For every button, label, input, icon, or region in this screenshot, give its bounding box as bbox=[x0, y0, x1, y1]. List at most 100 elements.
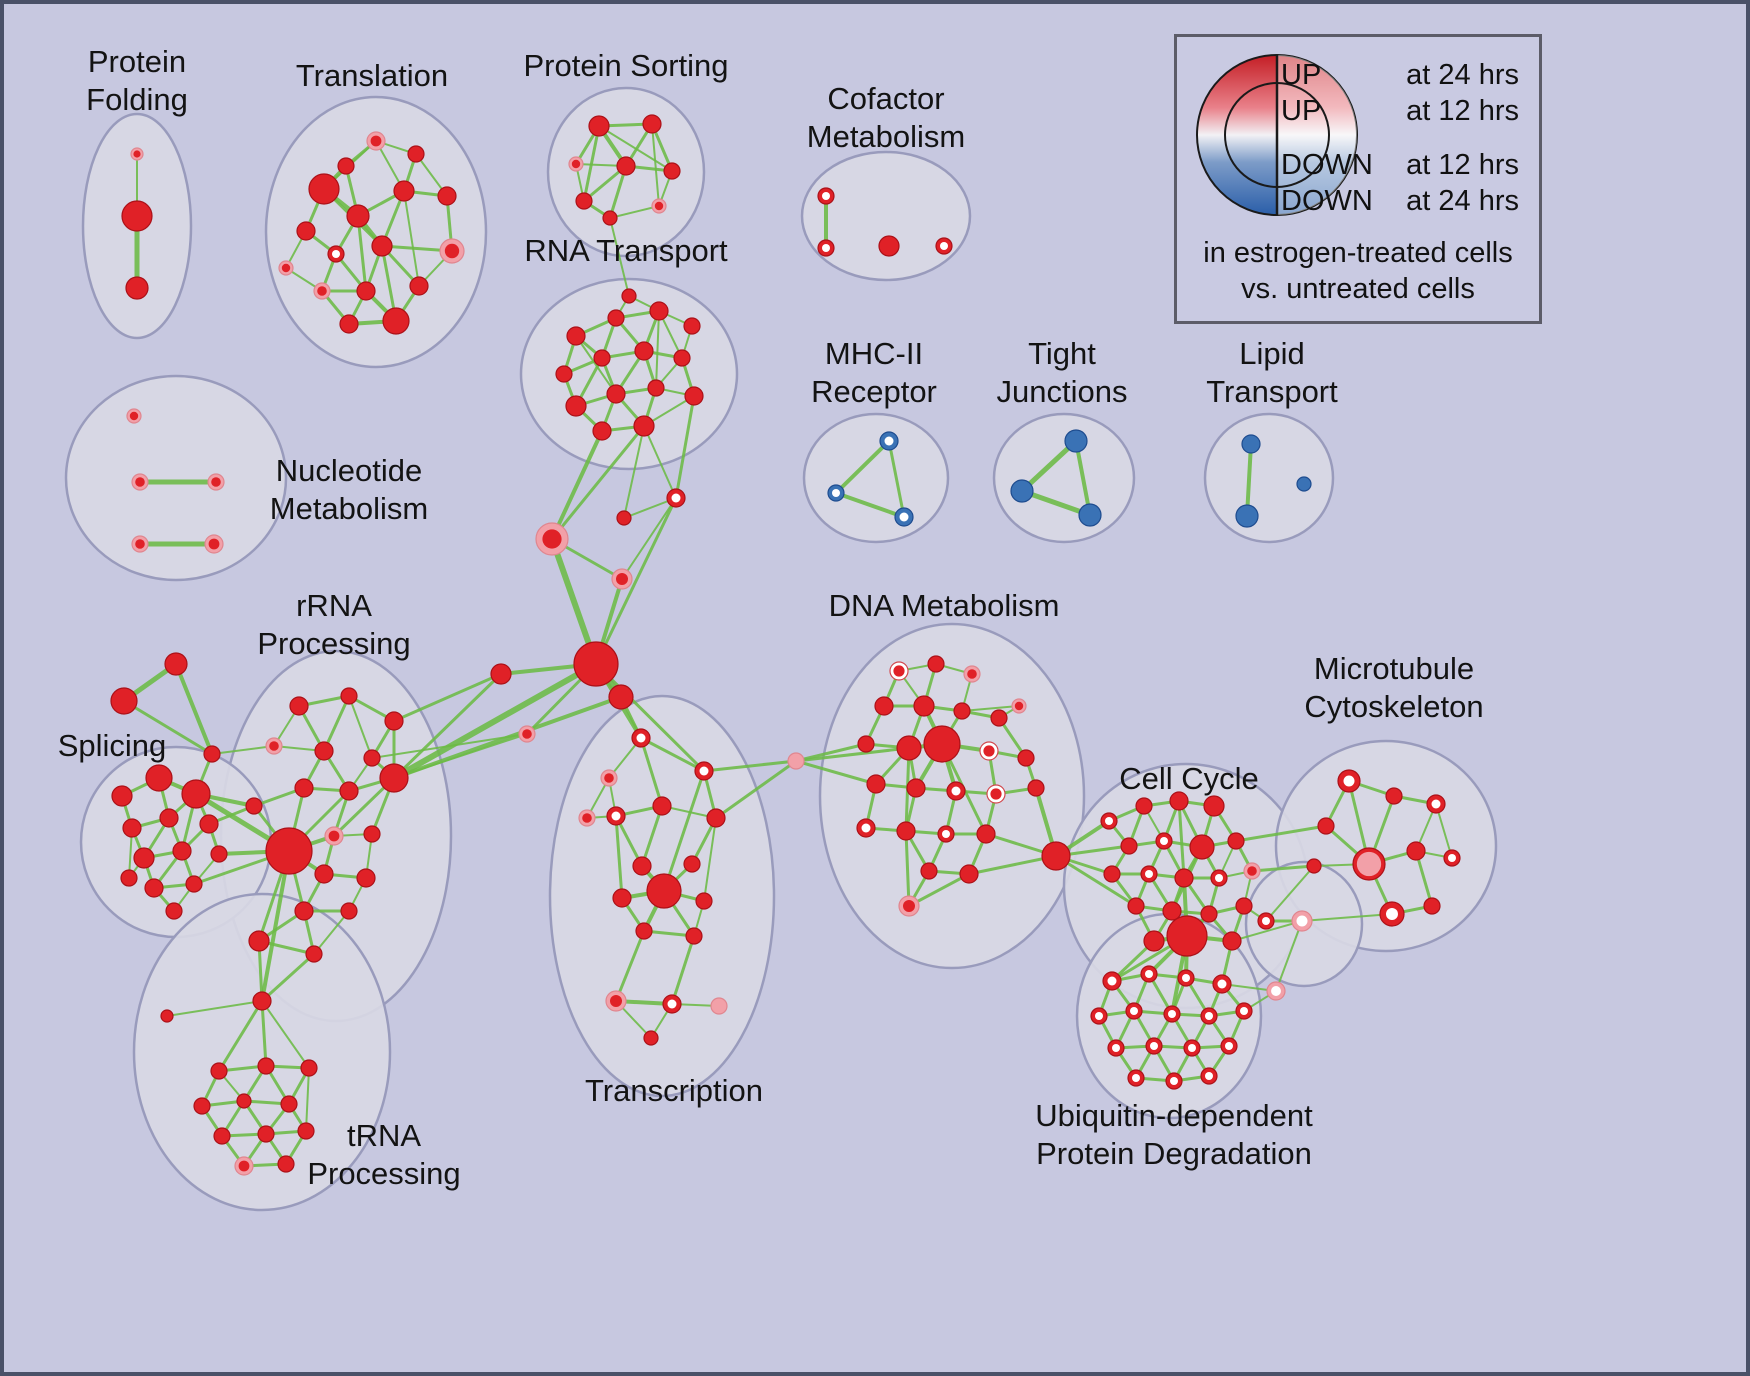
edge-tx4-tx7 bbox=[640, 804, 664, 868]
node-tx16 bbox=[710, 997, 728, 1015]
edge-rr1-rr4 bbox=[322, 694, 351, 753]
node-hub2 bbox=[608, 684, 634, 710]
node-cf0 bbox=[817, 187, 835, 205]
node-cc5 bbox=[1155, 832, 1173, 850]
node-tx8 bbox=[683, 855, 701, 873]
node-nm4 bbox=[204, 534, 224, 554]
edge-tn0-tn3 bbox=[260, 999, 268, 1068]
node-t0 bbox=[308, 173, 340, 205]
node-u12 bbox=[1220, 1037, 1238, 1055]
node-hub bbox=[573, 641, 619, 687]
node-rr0 bbox=[289, 696, 309, 716]
node-u6 bbox=[1163, 1005, 1181, 1023]
node-u9 bbox=[1107, 1039, 1125, 1057]
label-splicing: Splicing bbox=[58, 728, 167, 763]
node-pf1 bbox=[121, 200, 153, 232]
node-d6 bbox=[990, 709, 1008, 727]
node-cc2 bbox=[1169, 791, 1189, 811]
node-rr6 bbox=[294, 778, 314, 798]
node-rr15 bbox=[294, 901, 314, 921]
node-cc9 bbox=[1140, 865, 1158, 883]
node-s6 bbox=[133, 847, 155, 869]
cluster-cofactor-metabolism bbox=[800, 150, 972, 282]
node-cc17 bbox=[1166, 915, 1208, 957]
node-rt0 bbox=[566, 326, 586, 346]
node-cc6 bbox=[1189, 834, 1215, 860]
node-tx4 bbox=[652, 796, 672, 816]
node-t11 bbox=[313, 282, 331, 300]
node-u1 bbox=[1140, 965, 1158, 983]
node-cc7 bbox=[1227, 832, 1245, 850]
node-m1 bbox=[1385, 787, 1403, 805]
edge-cnb-rr8 bbox=[393, 733, 528, 779]
node-cf1 bbox=[817, 239, 835, 257]
node-cc0 bbox=[1100, 812, 1118, 830]
edge-rr1-rr5 bbox=[348, 695, 373, 759]
node-t9 bbox=[371, 235, 393, 257]
edge-mh0-mh2 bbox=[887, 439, 906, 519]
edge-rr16-rr18 bbox=[313, 910, 350, 955]
edge-cn0-cn3 bbox=[621, 497, 677, 580]
node-cnd bbox=[787, 752, 805, 770]
node-cn3 bbox=[611, 568, 633, 590]
node-tn12 bbox=[277, 1155, 295, 1173]
node-tn0 bbox=[252, 991, 272, 1011]
edge-rt11-cn0 bbox=[674, 394, 696, 500]
node-m5 bbox=[1406, 841, 1426, 861]
node-t15 bbox=[382, 307, 410, 335]
legend-ring-icon bbox=[1196, 54, 1358, 216]
node-u15 bbox=[1200, 1067, 1218, 1085]
node-u4 bbox=[1090, 1007, 1108, 1025]
node-tn9 bbox=[257, 1125, 275, 1143]
node-cc10 bbox=[1174, 868, 1194, 888]
node-u11 bbox=[1183, 1039, 1201, 1057]
edge-rt12-cn2 bbox=[550, 429, 604, 541]
node-t1 bbox=[366, 131, 386, 151]
node-rt10 bbox=[647, 379, 665, 397]
node-rr2 bbox=[384, 711, 404, 731]
node-cc13 bbox=[1127, 897, 1145, 915]
edge-d22-d23 bbox=[907, 872, 971, 908]
edge-tx0-tx2 bbox=[639, 736, 706, 773]
node-cc4 bbox=[1120, 837, 1138, 855]
edge-mh0-mh1 bbox=[834, 439, 891, 495]
node-d1 bbox=[927, 655, 945, 673]
node-rt7 bbox=[673, 349, 691, 367]
node-s4 bbox=[159, 808, 179, 828]
node-pr1 bbox=[1266, 981, 1286, 1001]
node-t12 bbox=[356, 281, 376, 301]
node-nm3 bbox=[131, 535, 149, 553]
node-u13 bbox=[1127, 1069, 1145, 1087]
node-nm2 bbox=[207, 473, 225, 491]
node-rr1 bbox=[340, 687, 358, 705]
edge-tn0-tn4 bbox=[261, 1000, 310, 1069]
edge-ps1-ps7 bbox=[651, 123, 660, 207]
node-tn6 bbox=[236, 1093, 252, 1109]
node-d8 bbox=[896, 735, 922, 761]
node-pf0 bbox=[130, 147, 144, 161]
node-m4 bbox=[1352, 847, 1386, 881]
node-ps0 bbox=[588, 115, 610, 137]
node-m3 bbox=[1317, 817, 1335, 835]
edge-rr18-tn0 bbox=[260, 952, 316, 1003]
node-cn0 bbox=[666, 488, 686, 508]
node-d5 bbox=[953, 702, 971, 720]
node-ps3 bbox=[616, 156, 636, 176]
node-lt1 bbox=[1235, 504, 1259, 528]
node-rr9 bbox=[245, 797, 263, 815]
node-rt1 bbox=[607, 309, 625, 327]
node-cn2 bbox=[535, 522, 569, 556]
edge-st0-st2 bbox=[174, 662, 214, 756]
node-tn2 bbox=[210, 1062, 228, 1080]
node-d16 bbox=[1027, 779, 1045, 797]
node-m6 bbox=[1443, 849, 1461, 867]
node-rt3 bbox=[683, 317, 701, 335]
node-d2 bbox=[963, 665, 981, 683]
node-mh1 bbox=[827, 484, 845, 502]
node-d10 bbox=[979, 741, 999, 761]
